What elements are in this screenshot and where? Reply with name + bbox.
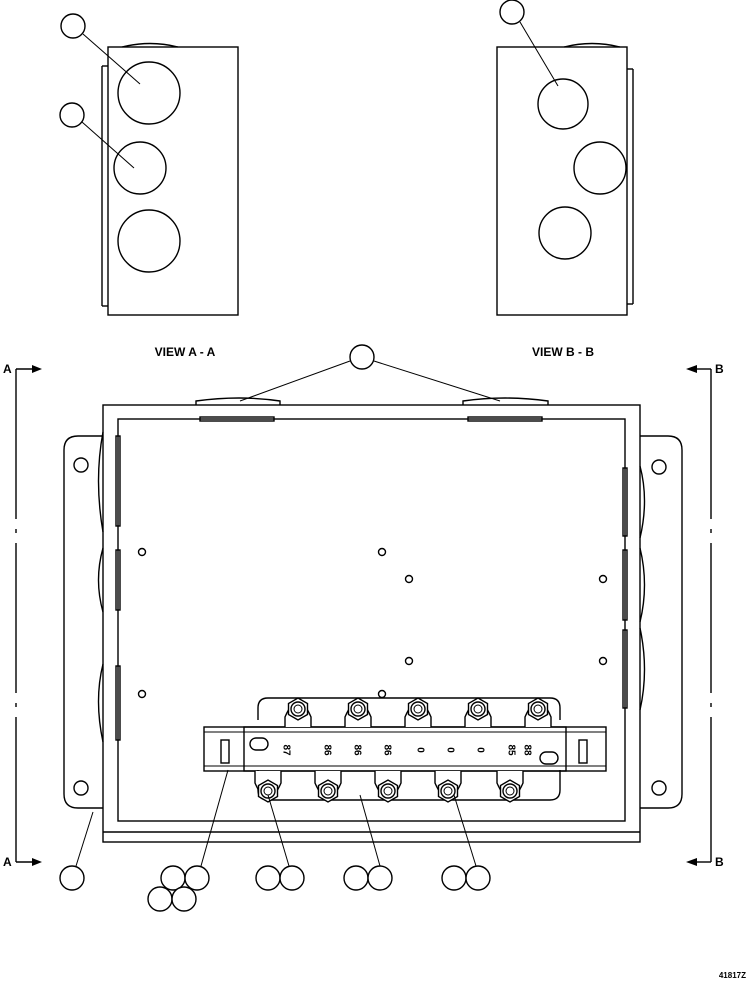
section-mark-a-bottom: A — [3, 855, 12, 869]
section-mark-a-top: A — [3, 362, 12, 376]
callout-bubble — [160, 865, 186, 891]
knockout-top-b — [537, 78, 589, 130]
terminal-nuts-bottom — [254, 771, 524, 803]
drawing-number: 41817Z — [719, 971, 746, 980]
callout-bubble — [441, 865, 467, 891]
terminal-assembly: 87 86 86 86 0 0 0 85 88 — [203, 697, 607, 803]
right-mounting-flange — [640, 435, 683, 809]
callout-bubble — [499, 0, 525, 25]
callout-bubble — [59, 102, 85, 128]
callout-bubble — [367, 865, 393, 891]
terminal-label: 86 — [381, 744, 392, 756]
bottom-callouts — [59, 769, 491, 912]
section-line-a: A A — [3, 362, 42, 869]
terminal-label: 86 — [351, 744, 362, 756]
enclosure-plan-view — [63, 344, 683, 843]
left-mounting-flange — [63, 435, 103, 809]
view-b-b-drawing — [496, 0, 634, 316]
callout-bubble — [343, 865, 369, 891]
hex-nut — [317, 779, 339, 803]
view-b-label: VIEW B - B — [532, 345, 594, 359]
terminal-label: 0 — [444, 747, 455, 753]
terminal-label: 0 — [414, 747, 425, 753]
knockout-middle-b — [573, 141, 627, 195]
terminal-label: 85 — [505, 744, 516, 756]
callout-bubble — [171, 886, 197, 912]
terminal-label: 0 — [474, 747, 485, 753]
hex-nut — [527, 697, 549, 721]
knockout-medium-a — [113, 141, 167, 195]
view-a-label: VIEW A - A — [155, 345, 216, 359]
mounting-hole — [73, 457, 89, 473]
callout-bubble — [279, 865, 305, 891]
terminal-label: 88 — [521, 744, 532, 756]
hex-nut — [347, 697, 369, 721]
view-a-a-drawing — [59, 13, 239, 316]
section-line-b: B B — [686, 362, 724, 869]
knockout-large-top-a — [117, 61, 181, 125]
callout-bubble — [349, 344, 375, 370]
terminal-nuts-top — [284, 697, 552, 727]
hex-nut — [407, 697, 429, 721]
mounting-hole — [73, 780, 89, 796]
terminal-label: 86 — [321, 744, 332, 756]
callout-bubble — [465, 865, 491, 891]
section-mark-b-top: B — [715, 362, 724, 376]
callout-bubble — [60, 13, 86, 39]
mounting-hole — [651, 780, 667, 796]
hex-nut — [257, 779, 279, 803]
callout-bubble — [147, 886, 173, 912]
knockout-large-bottom-a — [117, 209, 181, 273]
callout-bubble — [59, 865, 85, 891]
section-mark-b-bottom: B — [715, 855, 724, 869]
hex-nut — [499, 779, 521, 803]
terminal-labels: 87 86 86 86 0 0 0 85 88 — [280, 744, 532, 756]
hex-nut — [467, 697, 489, 721]
mounting-hole — [651, 459, 667, 475]
callout-bubble — [255, 865, 281, 891]
hex-nut — [287, 697, 309, 721]
knockout-bottom-b — [538, 206, 592, 260]
terminal-label: 87 — [280, 744, 291, 756]
callout-bubble — [184, 865, 210, 891]
hex-nut — [437, 779, 459, 803]
hex-nut — [377, 779, 399, 803]
